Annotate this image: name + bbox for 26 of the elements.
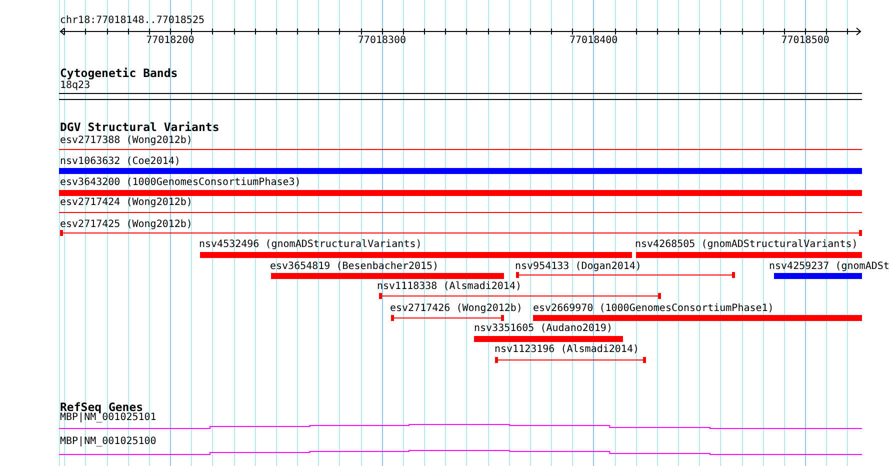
tick-label: 77018500: [781, 34, 830, 46]
track-heading: DGV Structural Variants: [60, 121, 220, 134]
variant-label: nsv1118338 (Alsmadi2014): [377, 280, 522, 292]
variant-label: esv2717425 (Wong2012b): [60, 218, 192, 230]
gene-label: MBP|NM_001025101: [60, 412, 156, 423]
variant-label: nsv1123196 (Alsmadi2014): [494, 344, 639, 355]
variant-label: esv2717426 (Wong2012b): [390, 302, 522, 314]
variant-label: esv2669970 (1000GenomesConsortiumPhase1): [533, 302, 774, 314]
variant-label: nsv4259237 (gnomADSt: [769, 260, 890, 272]
track-heading: RefSeq Genes: [60, 400, 144, 414]
band-label: 18q23: [60, 80, 90, 92]
track-heading: Cytogenetic Bands: [60, 67, 178, 80]
variant-label: esv2717424 (Wong2012b): [60, 197, 192, 208]
variant-label: nsv954133 (Dogan2014): [515, 260, 642, 272]
tick-label: 77018200: [146, 34, 194, 46]
tick-label: 77018300: [358, 34, 406, 46]
variant-label: nsv3351605 (Audano2019): [474, 323, 612, 334]
variant-label: nsv4268505 (gnomADStructuralVariants): [635, 239, 858, 250]
variant-label: nsv4532496 (gnomADStructuralVariants): [199, 239, 422, 250]
variant-label: esv2717388 (Wong2012b): [60, 134, 192, 146]
tick-label: 77018400: [570, 34, 618, 46]
variant-label: esv3654819 (Besenbacher2015): [270, 260, 439, 272]
variant-label: nsv1063632 (Coe2014): [60, 156, 180, 167]
gene-label: MBP|NM_001025100: [60, 436, 156, 447]
region-location: chr18:77018148..77018525: [60, 14, 204, 26]
variant-label: esv3643200 (1000GenomesConsortiumPhase3): [60, 177, 301, 188]
